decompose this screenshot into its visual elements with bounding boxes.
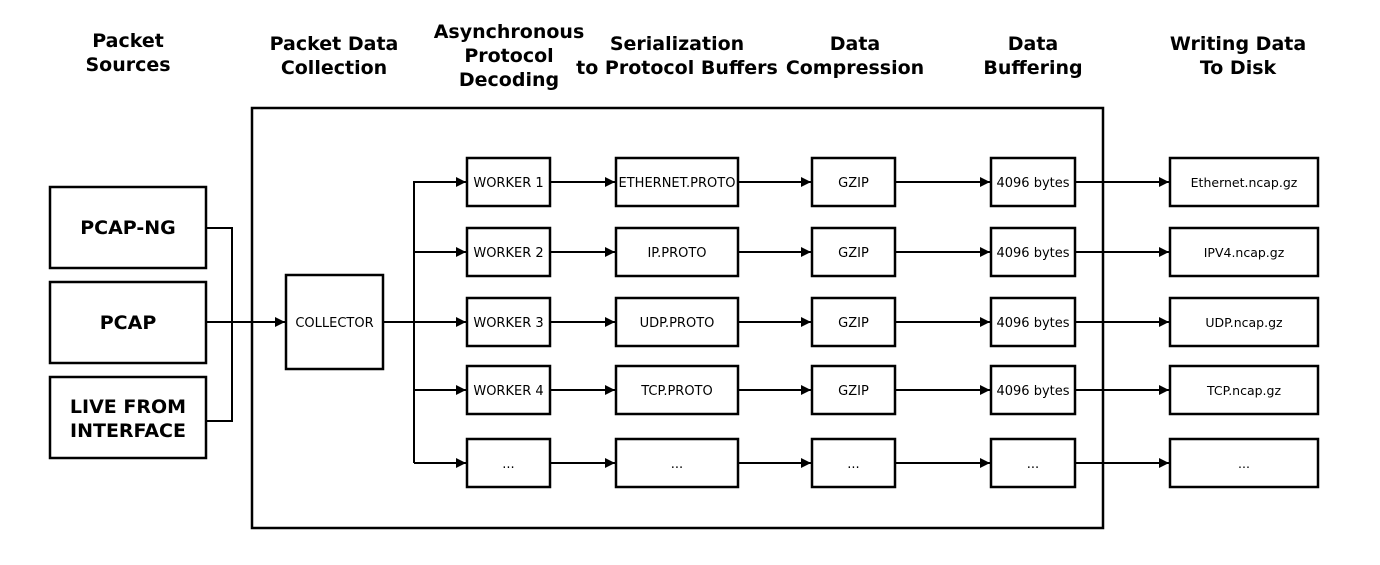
- source-pcapng: PCAP-NG: [48, 185, 208, 270]
- header-packet-data-collection-line-2: Collection: [281, 57, 387, 79]
- header-packet-sources-line-2: Sources: [85, 54, 170, 76]
- buffer-label: 4096 bytes: [996, 316, 1069, 331]
- compress-label: GZIP: [838, 316, 869, 331]
- header-writing-line-1: Writing Data: [1170, 33, 1306, 55]
- compress-box: [810, 437, 897, 489]
- buffer-box: [989, 437, 1077, 489]
- file-label: UDP.ncap.gz: [1205, 315, 1283, 330]
- header-async-decoding-line-1: Asynchronous: [434, 21, 585, 43]
- pipeline-row: ...............: [414, 437, 1320, 489]
- worker-box: [465, 156, 552, 208]
- proto-label: ...: [671, 457, 683, 472]
- worker-label: WORKER 3: [473, 316, 543, 331]
- file-label: TCP.ncap.gz: [1206, 383, 1281, 398]
- proto-label: TCP.PROTO: [640, 384, 712, 399]
- pipeline-row: WORKER 2 IP.PROTO GZIP 4096 bytes IPV4.ncap.…: [414, 226, 1320, 278]
- source-pcap-box: [48, 280, 208, 365]
- source-live-box: [48, 375, 208, 460]
- proto-label: ETHERNET.PROTO: [619, 176, 736, 191]
- collector-label: COLLECTOR: [295, 316, 373, 331]
- header-serialization-line-2: to Protocol Buffers: [576, 57, 778, 79]
- pipeline-row: WORKER 1 ETHERNET.PROTO GZIP 4096 bytes Ethe…: [414, 156, 1320, 208]
- buffer-box: [989, 156, 1077, 208]
- worker-label: WORKER 2: [473, 246, 543, 261]
- buffer-label: 4096 bytes: [996, 176, 1069, 191]
- compress-box: [810, 364, 897, 416]
- header-async-decoding-line-2: Protocol: [464, 45, 553, 67]
- compress-label: GZIP: [838, 384, 869, 399]
- header-async-decoding: Asynchronous Protocol Decoding: [434, 21, 585, 91]
- proto-box: [614, 156, 740, 208]
- header-packet-sources: Packet Sources: [85, 30, 170, 76]
- pipeline-row: WORKER 4 TCP.PROTO GZIP 4096 bytes TCP.ncap.…: [414, 364, 1320, 416]
- header-buffering-line-1: Data: [1008, 33, 1059, 55]
- header-serialization: Serialization to Protocol Buffers: [576, 33, 778, 79]
- proto-box: [614, 296, 740, 348]
- file-label: ...: [1238, 456, 1250, 471]
- header-serialization-line-1: Serialization: [610, 33, 744, 55]
- source-pcap-label: PCAP: [100, 312, 157, 334]
- file-box: [1168, 437, 1320, 489]
- collector-box: [284, 273, 385, 371]
- header-compression-line-2: Compression: [786, 57, 924, 79]
- buffer-label: 4096 bytes: [996, 384, 1069, 399]
- header-buffering-line-2: Buffering: [983, 57, 1082, 79]
- header-packet-sources-line-1: Packet: [92, 30, 164, 52]
- header-packet-data-collection: Packet Data Collection: [270, 33, 399, 79]
- proto-box: [614, 226, 740, 278]
- buffer-box: [989, 226, 1077, 278]
- file-box: [1168, 296, 1320, 348]
- header-compression: Data Compression: [786, 33, 924, 79]
- file-box: [1168, 156, 1320, 208]
- header-buffering: Data Buffering: [983, 33, 1082, 79]
- compress-box: [810, 226, 897, 278]
- file-box: [1168, 364, 1320, 416]
- worker-label: WORKER 4: [473, 384, 543, 399]
- file-label: Ethernet.ncap.gz: [1191, 175, 1298, 190]
- worker-box: [465, 296, 552, 348]
- buffer-box: [989, 364, 1077, 416]
- proto-box: [614, 364, 740, 416]
- source-pcapng-label: PCAP-NG: [80, 217, 176, 239]
- source-pcapng-box: [48, 185, 208, 270]
- file-box: [1168, 226, 1320, 278]
- worker-label: WORKER 1: [473, 176, 543, 191]
- source-pcap: PCAP: [48, 280, 208, 365]
- buffer-label: ...: [1027, 457, 1039, 472]
- header-compression-line-1: Data: [830, 33, 881, 55]
- file-label: IPV4.ncap.gz: [1204, 245, 1285, 260]
- worker-box: [465, 364, 552, 416]
- header-packet-data-collection-line-1: Packet Data: [270, 33, 399, 55]
- header-writing: Writing Data To Disk: [1170, 33, 1306, 79]
- source-live-interface: LIVE FROM INTERFACE: [48, 375, 208, 460]
- source-live-label-line-2: INTERFACE: [70, 420, 186, 442]
- pipeline-rows: WORKER 1 ETHERNET.PROTO GZIP 4096 bytes Ethe…: [414, 156, 1320, 489]
- source-pcapng-connector: [206, 227, 233, 322]
- pipeline-row: WORKER 3 UDP.PROTO GZIP 4096 bytes UDP.ncap.…: [414, 296, 1320, 348]
- worker-box: [465, 226, 552, 278]
- proto-label: UDP.PROTO: [640, 316, 715, 331]
- header-writing-line-2: To Disk: [1200, 57, 1277, 79]
- worker-label: ...: [502, 457, 514, 472]
- compress-label: GZIP: [838, 176, 869, 191]
- proto-label: IP.PROTO: [647, 246, 706, 261]
- processing-container: [250, 106, 1105, 530]
- worker-box: [465, 437, 552, 489]
- compress-box: [810, 296, 897, 348]
- compress-label: ...: [847, 457, 859, 472]
- buffer-label: 4096 bytes: [996, 246, 1069, 261]
- source-live-connector: [206, 322, 233, 422]
- source-live-label-line-1: LIVE FROM: [70, 396, 186, 418]
- collector: COLLECTOR: [284, 273, 385, 371]
- proto-box: [614, 437, 740, 489]
- compress-box: [810, 156, 897, 208]
- compress-label: GZIP: [838, 246, 869, 261]
- buffer-box: [989, 296, 1077, 348]
- header-async-decoding-line-3: Decoding: [459, 69, 559, 91]
